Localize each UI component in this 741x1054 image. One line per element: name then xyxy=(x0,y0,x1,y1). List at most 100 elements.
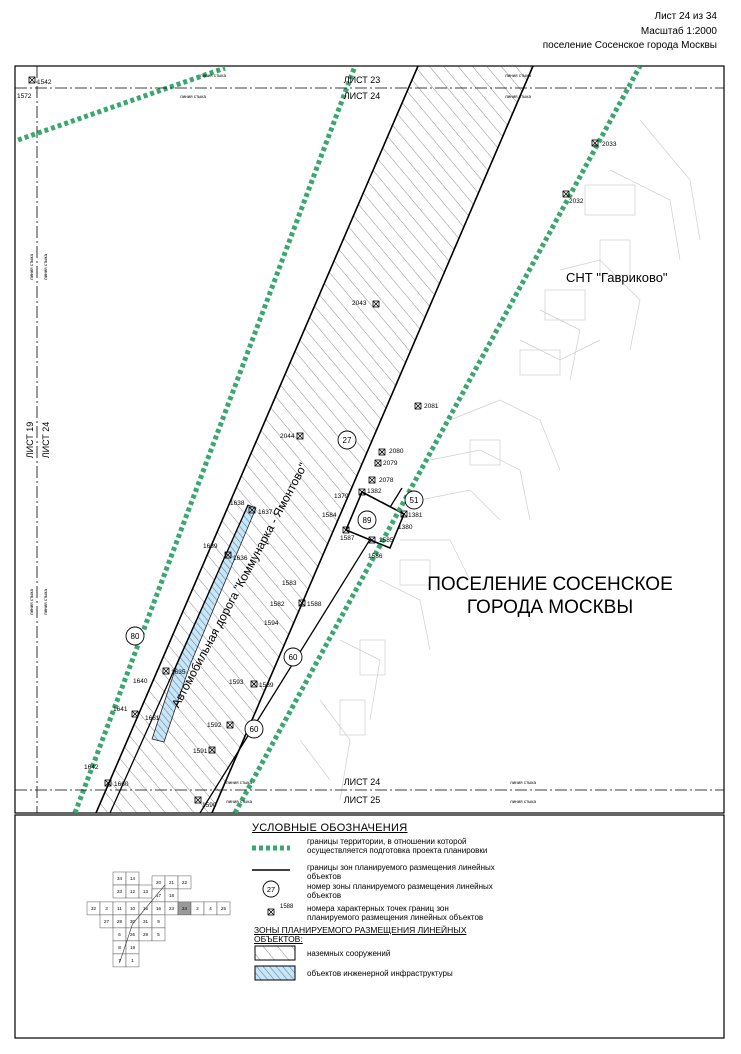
index-cell-label: 4 xyxy=(209,906,212,911)
index-cell-label: 26 xyxy=(130,932,136,937)
zone-number: 27 xyxy=(343,436,352,445)
index-cell-label: 14 xyxy=(130,876,136,881)
legend-zone-circle xyxy=(262,880,280,898)
point-label: 1380 xyxy=(398,524,413,531)
index-cell-label: 1 xyxy=(131,958,134,963)
point-label: 1635 xyxy=(171,669,186,676)
location-label: поселение Сосенское города Москвы xyxy=(542,40,717,51)
point-label: 1588 xyxy=(307,601,322,608)
index-cell-label: 30 xyxy=(130,919,136,924)
point-label: 1589 xyxy=(259,682,274,689)
point-label: 2080 xyxy=(389,448,404,455)
seam-caption: линия стыка xyxy=(29,254,34,280)
point-label: 2078 xyxy=(379,477,394,484)
legend-item-point: номера характерных точек границ зон план… xyxy=(307,904,484,922)
point-label: 1584 xyxy=(322,512,337,519)
point-label: 2043 xyxy=(352,300,367,307)
legend-item-boundary: границы территории, в отношении которой … xyxy=(307,837,488,855)
sheet-label: ЛИСТ 24 xyxy=(344,91,381,101)
zone-circles xyxy=(125,430,424,739)
index-cell-label: 17 xyxy=(156,893,162,898)
point-label: 2081 xyxy=(424,403,439,410)
index-cell-label: 32 xyxy=(91,906,97,911)
seam-caption: линия стыка xyxy=(29,589,34,615)
point-label: 1636 xyxy=(233,555,248,562)
point-label: 1660 xyxy=(114,781,129,788)
point-label: 1642 xyxy=(84,764,99,771)
legend-item-zone-number: номер зоны планируемого размещения линей… xyxy=(307,882,493,900)
zone-number: 60 xyxy=(289,653,298,662)
index-cell-label: 5 xyxy=(157,932,160,937)
sheet-label: ЛИСТ 24 xyxy=(41,422,51,459)
point-label: 1381 xyxy=(408,512,423,519)
sheet-number: Лист 24 из 34 xyxy=(654,11,717,22)
point-label: 1640 xyxy=(133,678,148,685)
settlement-label: ПОСЕЛЕНИЕ СОСЕНСКОЕ xyxy=(427,574,673,595)
index-route-line xyxy=(119,884,166,964)
legend-point-icon xyxy=(267,908,275,916)
index-cell-label: 11 xyxy=(117,906,122,911)
point-label: 1637 xyxy=(258,509,273,516)
index-cell-label: 8 xyxy=(118,945,121,950)
ground-zone-hatch xyxy=(96,66,533,813)
index-cell-label: 25 xyxy=(221,906,227,911)
point-label: 1382 xyxy=(367,488,382,495)
index-cell-label: 7 xyxy=(118,958,121,963)
point-label: 1593 xyxy=(229,679,244,686)
settlement-label: ГОРОДА МОСКВЫ xyxy=(467,597,633,618)
point-label: 1639 xyxy=(203,543,218,550)
seam-caption: линия стыка xyxy=(510,799,536,804)
legend-title: УСЛОВНЫЕ ОБОЗНАЧЕНИЯ xyxy=(252,822,408,834)
index-cell-label: 18 xyxy=(169,893,175,898)
index-cell-label: 6 xyxy=(118,932,121,937)
point-label: 1572 xyxy=(17,93,32,100)
zone-number: 60 xyxy=(250,725,259,734)
point-label: 1661 xyxy=(145,715,160,722)
index-cell-label: 34 xyxy=(117,876,123,881)
scale-label: Масштаб 1:2000 xyxy=(640,25,717,37)
index-cell-label: 12 xyxy=(130,889,136,894)
index-cell-label: 16 xyxy=(156,906,162,911)
seam-caption: линия стыка xyxy=(43,589,48,615)
point-markers xyxy=(28,76,599,804)
legend-zone-number: 27 xyxy=(267,885,275,894)
index-cell-label: 24 xyxy=(182,906,188,911)
zone-number: 89 xyxy=(363,516,372,525)
sheet-label: ЛИСТ 25 xyxy=(344,795,381,805)
legend-zone-infra: объектов инженерной инфраструктуры xyxy=(307,969,453,978)
point-label: 1585 xyxy=(379,537,394,544)
legend-point-number: 1588 xyxy=(280,904,294,910)
seam-caption: линия стыка xyxy=(200,73,226,78)
point-label: 1638 xyxy=(230,500,245,507)
index-cell-label: 13 xyxy=(143,889,149,894)
map-frame xyxy=(14,65,725,814)
index-cell-label: 3 xyxy=(105,906,108,911)
index-cell-label: 33 xyxy=(117,889,123,894)
point-label: 1592 xyxy=(207,722,222,729)
index-cell xyxy=(216,901,231,916)
point-label: 2032 xyxy=(569,198,584,205)
sheet-header: Лист 24 из 34 Масштаб 1:2000 поселение С… xyxy=(543,10,717,54)
point-label: 1594 xyxy=(264,620,279,627)
point-label: 1641 xyxy=(113,706,128,713)
legend-item-zone-line: границы зон планируемого размещения лине… xyxy=(307,863,495,881)
point-label: 1583 xyxy=(282,580,297,587)
seam-caption: линия стыка xyxy=(226,799,252,804)
point-label: 2044 xyxy=(280,433,295,440)
index-cell xyxy=(177,875,192,890)
index-cell-label: 23 xyxy=(169,906,175,911)
zone-number: 51 xyxy=(410,496,419,505)
legend-zone-ground: наземных сооружений xyxy=(307,949,391,958)
index-cell-label: 21 xyxy=(169,880,175,885)
point-label: 1587 xyxy=(340,535,355,542)
seam-caption: линия стыка xyxy=(505,94,531,99)
legend-frame xyxy=(14,814,725,1039)
seam-lines xyxy=(15,66,724,813)
index-cell-label: 29 xyxy=(143,932,149,937)
point-label: 1542 xyxy=(37,79,52,86)
seam-caption: линия стыка xyxy=(505,73,531,78)
seam-caption: линия стыка xyxy=(43,254,48,280)
index-cell-label: 22 xyxy=(182,880,188,885)
index-cell xyxy=(125,953,140,968)
